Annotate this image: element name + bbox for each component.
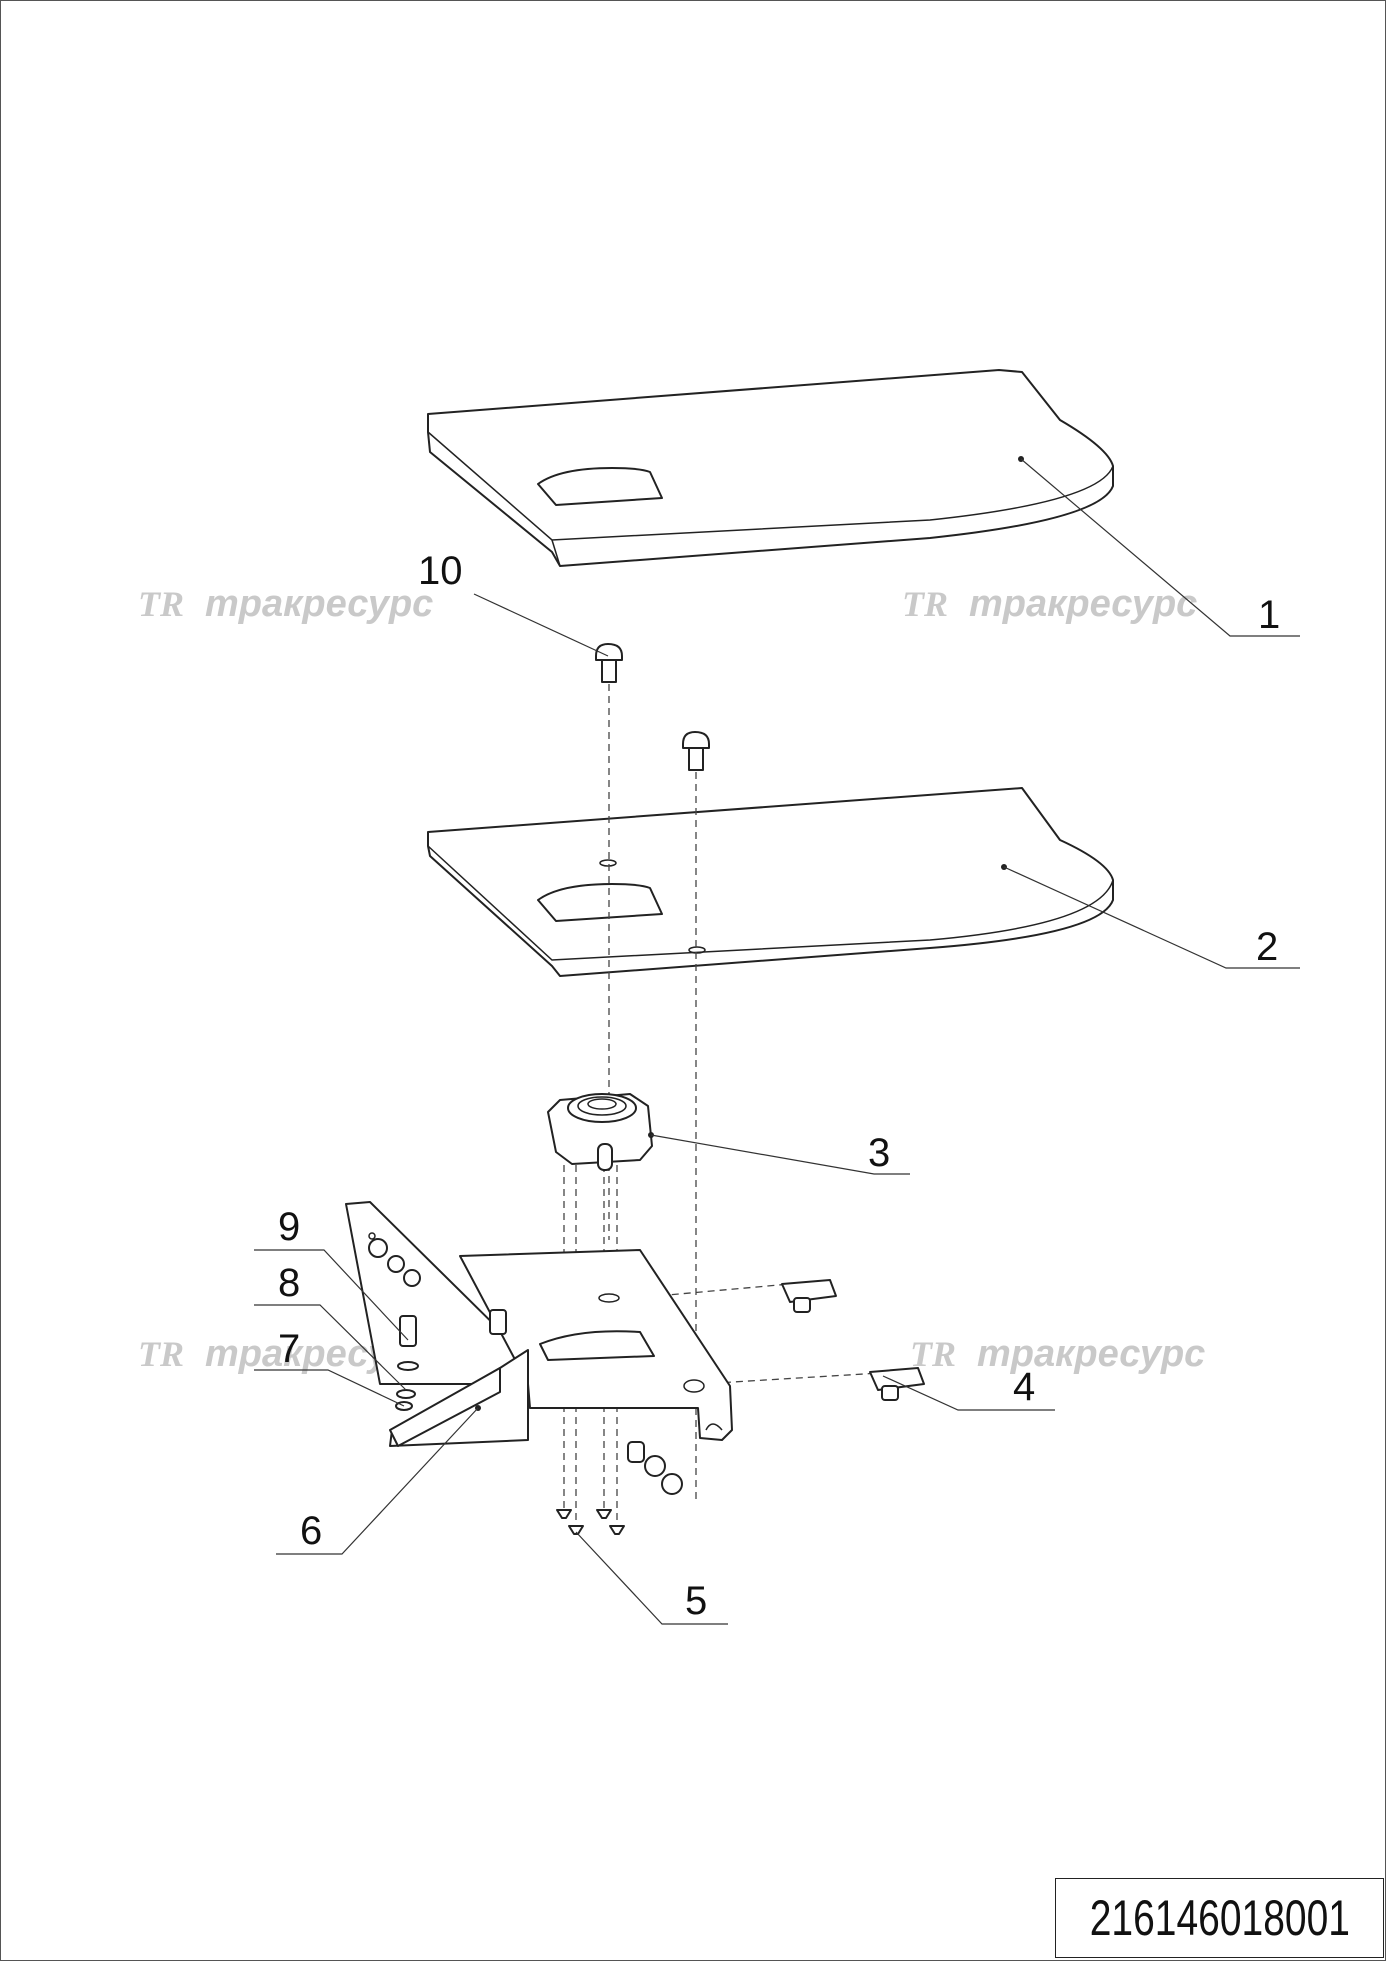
parts-7-8-9-fasteners <box>368 1238 421 1411</box>
watermark-text: тракресурс <box>977 1333 1205 1375</box>
part-3-bearing-block <box>547 1093 654 1171</box>
callout-10: 10 <box>418 549 463 593</box>
part-5-small-screws <box>556 1509 625 1535</box>
watermark-top-right: TR тракресурс <box>902 583 1197 625</box>
watermark-logo: TR <box>902 584 948 624</box>
part-4-nuts <box>781 1279 925 1401</box>
watermark-bottom-right: TR тракресурс <box>910 1333 1205 1375</box>
drawing-code-box: 216146018001 <box>1055 1878 1384 1958</box>
callout-1: 1 <box>1258 593 1280 637</box>
callout-2: 2 <box>1256 925 1278 969</box>
part-1-top-plate <box>427 369 1114 567</box>
watermark-logo: TR <box>138 1334 184 1374</box>
part-2-lower-plate <box>427 787 1114 977</box>
callout-3: 3 <box>868 1131 890 1175</box>
watermark-logo: TR <box>138 584 184 624</box>
part-6-bracket <box>345 1201 733 1447</box>
callout-9: 9 <box>278 1205 300 1249</box>
callout-8: 8 <box>278 1261 300 1305</box>
watermark-text: тракресурс <box>969 583 1197 625</box>
callout-4: 4 <box>1013 1365 1035 1409</box>
watermark-text: тракресурс <box>205 583 433 625</box>
callout-6: 6 <box>300 1509 322 1553</box>
callout-5: 5 <box>685 1579 707 1623</box>
part-10-screws <box>595 643 710 771</box>
callout-7: 7 <box>278 1327 300 1371</box>
callout-labels: 1 2 3 4 5 6 7 8 9 10 <box>278 549 1280 1623</box>
watermark-top-left: TR тракресурс <box>138 583 433 625</box>
lower-washers <box>627 1441 683 1495</box>
drawing-code: 216146018001 <box>1089 1890 1350 1946</box>
leader-lines <box>254 458 1300 1625</box>
